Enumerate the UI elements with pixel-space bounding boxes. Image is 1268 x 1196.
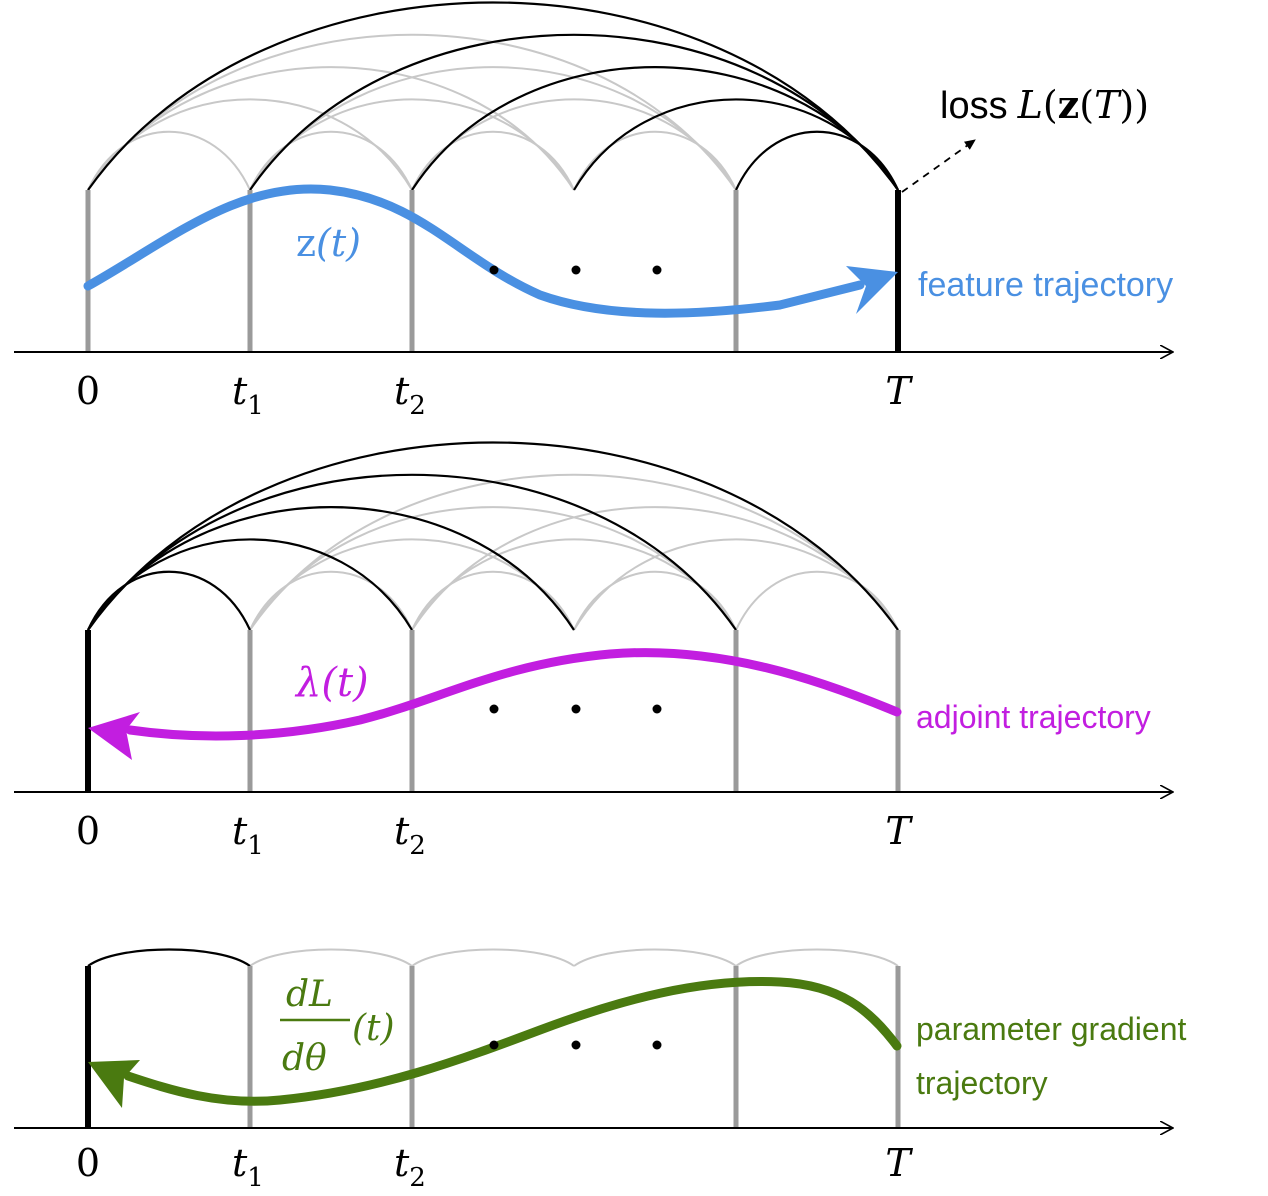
adjoint-dependency-arc	[87, 473, 737, 631]
tick-label-t1: t1	[232, 369, 264, 421]
dependency-arc	[249, 948, 413, 967]
loss-dependency-arc	[249, 33, 899, 191]
tick-label-t1: t1	[232, 1141, 264, 1193]
adjoint-dependency-arc	[87, 441, 899, 631]
tick-label-0: 0	[76, 369, 100, 413]
dependency-arc	[249, 570, 413, 631]
arcs-dark	[87, 948, 251, 967]
arcs-dark	[87, 1, 899, 191]
dependency-arc	[573, 130, 737, 191]
dependency-arc	[411, 506, 899, 631]
gradient-trajectory-caption-line1: parameter gradient	[916, 1011, 1186, 1047]
dependency-arc	[411, 570, 575, 631]
arcs-light	[249, 948, 899, 967]
tick-label-0: 0	[76, 809, 100, 853]
loss-dependency-arc	[735, 130, 899, 191]
dependency-arc	[735, 570, 899, 631]
loss-dependency-arc	[573, 98, 899, 191]
tick-label-T: T	[885, 369, 913, 413]
ellipsis-dots	[489, 1040, 662, 1050]
panel-parameter-gradient: dL dθ (t) parameter gradient trajectory …	[14, 948, 1186, 1193]
feature-trajectory-arrowhead	[846, 266, 898, 314]
loss-dashed-arrow	[901, 139, 976, 193]
dependency-arc	[87, 66, 575, 191]
svg-text:(t): (t)	[352, 1008, 395, 1049]
adjoint-trajectory-curve	[125, 648, 902, 741]
dependency-arc	[249, 130, 413, 191]
ellipsis-dots	[489, 704, 662, 714]
feature-trajectory-curve	[83, 184, 865, 318]
axis-labels: 0 t1 t2 T	[76, 809, 913, 861]
feature-trajectory-caption: feature trajectory	[918, 266, 1173, 304]
adjoint-dependency-arc	[87, 538, 413, 631]
dependency-arc	[87, 98, 413, 191]
axis-labels: 0 t1 t2 T	[76, 369, 913, 421]
dependency-arc	[573, 570, 737, 631]
tick-label-t1: t1	[232, 809, 264, 861]
panel-adjoint: λ(t) adjoint trajectory 0 t1 t2 T	[14, 441, 1172, 861]
curve-label-lambda: λ(t)	[294, 660, 369, 706]
adjoint-trajectory-caption: adjoint trajectory	[916, 699, 1151, 735]
arcs-dark	[87, 441, 899, 631]
dependency-arc	[411, 130, 575, 191]
tick-label-t2: t2	[394, 809, 426, 861]
gradient-trajectory-caption-line2: trajectory	[916, 1065, 1048, 1101]
gradient-trajectory-arrowhead	[88, 1060, 140, 1108]
dependency-arc	[573, 538, 899, 631]
adjoint-trajectory-arrowhead	[88, 712, 140, 760]
gradient-dependency-arc	[87, 948, 251, 967]
curve-label-dL-dtheta: dL dθ (t)	[280, 974, 395, 1079]
dependency-arc	[735, 948, 899, 967]
arcs-light	[249, 473, 899, 631]
tick-label-t2: t2	[394, 1141, 426, 1193]
axis-labels: 0 t1 t2 T	[76, 1141, 913, 1193]
svg-text:dL: dL	[286, 974, 333, 1015]
curve-label-z: z(t)	[296, 221, 361, 265]
dependency-arc	[249, 473, 899, 631]
tick-label-0: 0	[76, 1141, 100, 1185]
dependency-arc	[249, 66, 737, 191]
tick-label-T: T	[885, 809, 913, 853]
adjoint-dependency-arc	[87, 506, 575, 631]
adjoint-dependency-arc	[87, 570, 251, 631]
dependency-arc	[411, 948, 575, 967]
loss-dependency-arc	[411, 66, 899, 191]
dependency-arc	[411, 98, 737, 191]
tick-label-t2: t2	[394, 369, 426, 421]
arcs-light	[87, 33, 737, 191]
ellipsis-dots	[489, 265, 662, 275]
loss-dependency-arc	[87, 1, 899, 191]
dependency-arc	[411, 538, 737, 631]
dependency-arc	[87, 33, 737, 191]
svg-text:dθ: dθ	[282, 1038, 327, 1079]
dependency-arc	[249, 506, 737, 631]
dependency-arc	[249, 538, 575, 631]
tick-label-T: T	[885, 1141, 913, 1185]
dependency-arc	[573, 948, 737, 967]
dependency-arc	[87, 130, 251, 191]
gradient-trajectory-curve	[123, 977, 902, 1106]
dependency-arc	[249, 98, 575, 191]
